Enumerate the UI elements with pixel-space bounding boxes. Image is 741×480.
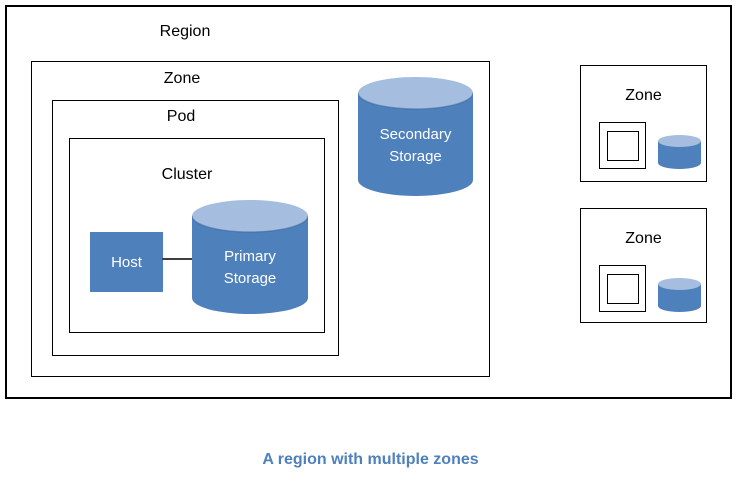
- nested-square-inner: [606, 130, 639, 161]
- secondary-storage-cylinder-icon: [358, 77, 473, 196]
- primary-storage-cylinder-icon: [192, 200, 308, 314]
- secondary-storage-label-line1: Secondary: [379, 126, 452, 143]
- zone-box-main: [31, 61, 490, 377]
- cylinder-shape: [358, 77, 473, 196]
- zone-box-small-2: Zone: [580, 208, 707, 323]
- zone-main-label: Zone: [163, 70, 201, 87]
- cylinder-top-ellipse: [192, 200, 308, 232]
- primary-storage-label-line1: Primary: [224, 248, 276, 265]
- cylinder-rim: [192, 215, 308, 233]
- cylinder-rim: [358, 92, 473, 110]
- zone-small-1-label: Zone: [625, 87, 662, 104]
- cylinder-body: [658, 141, 701, 169]
- nested-square-inner: [606, 273, 639, 304]
- cylinder-top-ellipse: [658, 278, 701, 290]
- primary-storage-label: Primary Storage: [192, 246, 308, 290]
- pod-box: [52, 100, 339, 356]
- cylinder-shape: [192, 200, 308, 314]
- nested-square-outer: [599, 122, 646, 169]
- cluster-box: [69, 138, 325, 333]
- small-storage-cylinder-icon: [658, 135, 701, 169]
- cylinder-shape: [658, 278, 701, 312]
- diagram-caption: A region with multiple zones: [262, 451, 479, 468]
- cylinder-body: [192, 216, 308, 314]
- zone-box-small-1: Zone: [580, 65, 707, 182]
- secondary-storage-label: Secondary Storage: [358, 124, 473, 168]
- cylinder-body: [358, 93, 473, 196]
- host-label: Host: [111, 253, 142, 271]
- cylinder-shape: [658, 135, 701, 169]
- small-storage-cylinder-icon: [658, 278, 701, 312]
- secondary-storage-label-line2: Storage: [389, 148, 442, 165]
- primary-storage-label-line2: Storage: [223, 270, 277, 287]
- region-box: [5, 5, 732, 399]
- cylinder-top-ellipse: [358, 77, 473, 109]
- pod-label: Pod: [166, 108, 196, 125]
- cylinder-body: [658, 284, 701, 312]
- region-label: Region: [159, 23, 211, 40]
- host-storage-connector-line: [162, 258, 193, 260]
- cylinder-top-ellipse: [658, 135, 701, 147]
- host-box: Host: [90, 232, 163, 292]
- zone-small-2-label: Zone: [625, 230, 662, 247]
- cluster-label: Cluster: [161, 166, 213, 183]
- nested-square-outer: [599, 265, 646, 312]
